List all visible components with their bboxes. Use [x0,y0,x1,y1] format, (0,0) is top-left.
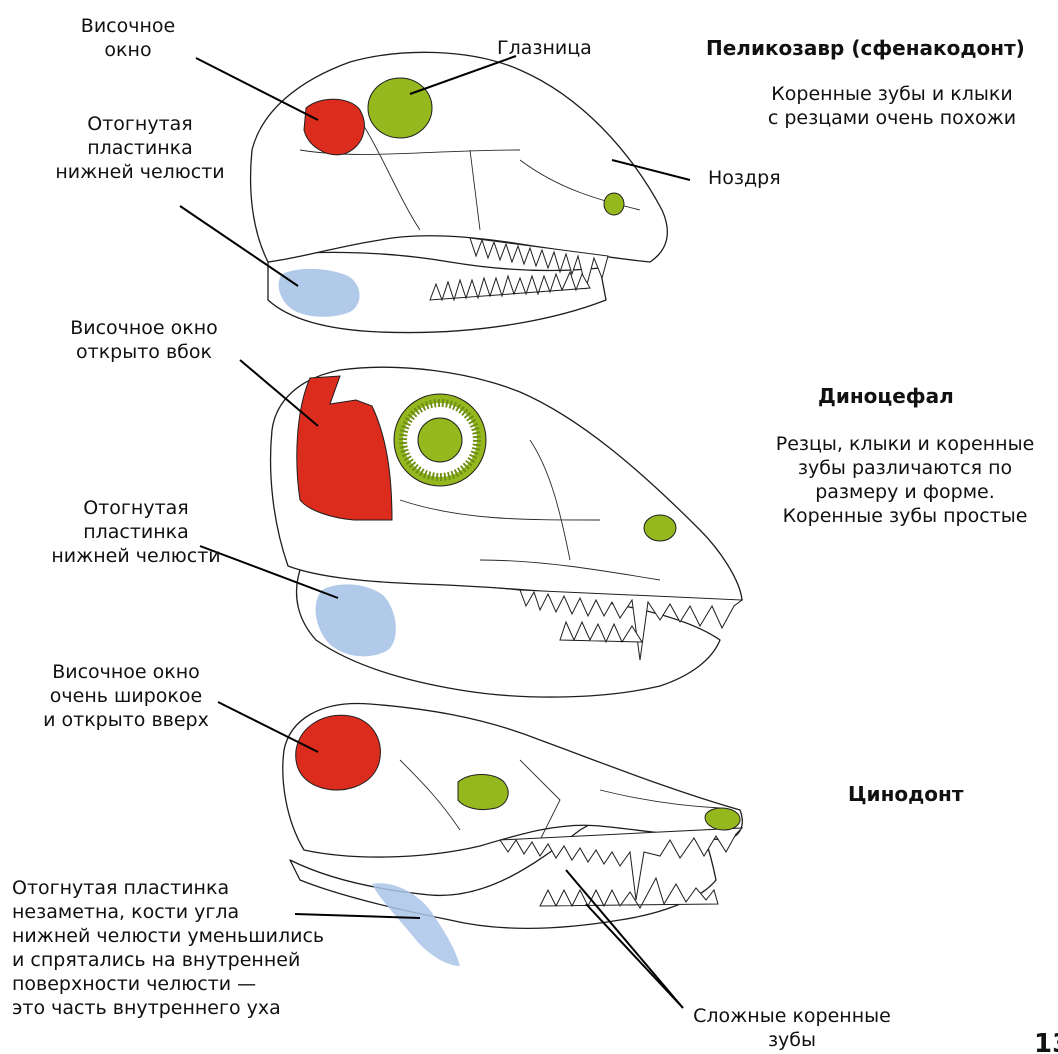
label-orbit: Глазница [497,36,592,60]
pelycosaur-skull [251,52,668,332]
label-temporal-window-1: Височное окно [58,14,198,62]
dinocephalian-orbit [418,418,462,462]
cynodont-temporal-fenestra [296,715,381,790]
label-nostril: Ноздря [708,166,781,190]
pelycosaur-nostril [604,193,624,215]
label-reflected-lamina-3: Отогнутая пластинка незаметна, кости угл… [12,876,352,1020]
cynodont-orbit [458,775,508,810]
label-temporal-window-2: Височное окно открыто вбок [44,316,244,364]
leader-molars-b [586,904,683,1008]
description-dinocephalian: Резцы, клыки и коренные зубы различаются… [760,432,1050,528]
pelycosaur-cranium [251,52,668,262]
dinocephalian-nostril [644,515,676,541]
pelycosaur-orbit [368,78,432,138]
title-dinocephalian: Диноцефал [818,384,1018,408]
label-reflected-lamina-2: Отогнутая пластинка нижней челюсти [36,496,236,568]
label-complex-molars: Сложные коренные зубы [672,1004,912,1052]
dinocephalian-skull [271,367,742,697]
label-reflected-lamina-1: Отогнутая пластинка нижней челюсти [40,112,240,184]
title-pelycosaur: Пеликозавр (сфенакодонт) [706,36,1056,60]
page-number: 13 [1034,1029,1058,1054]
description-pelycosaur: Коренные зубы и клыки с резцами очень по… [742,82,1042,130]
title-cynodont: Цинодонт [848,782,988,806]
label-temporal-window-3: Височное окно очень широкое и открыто вв… [36,660,216,732]
